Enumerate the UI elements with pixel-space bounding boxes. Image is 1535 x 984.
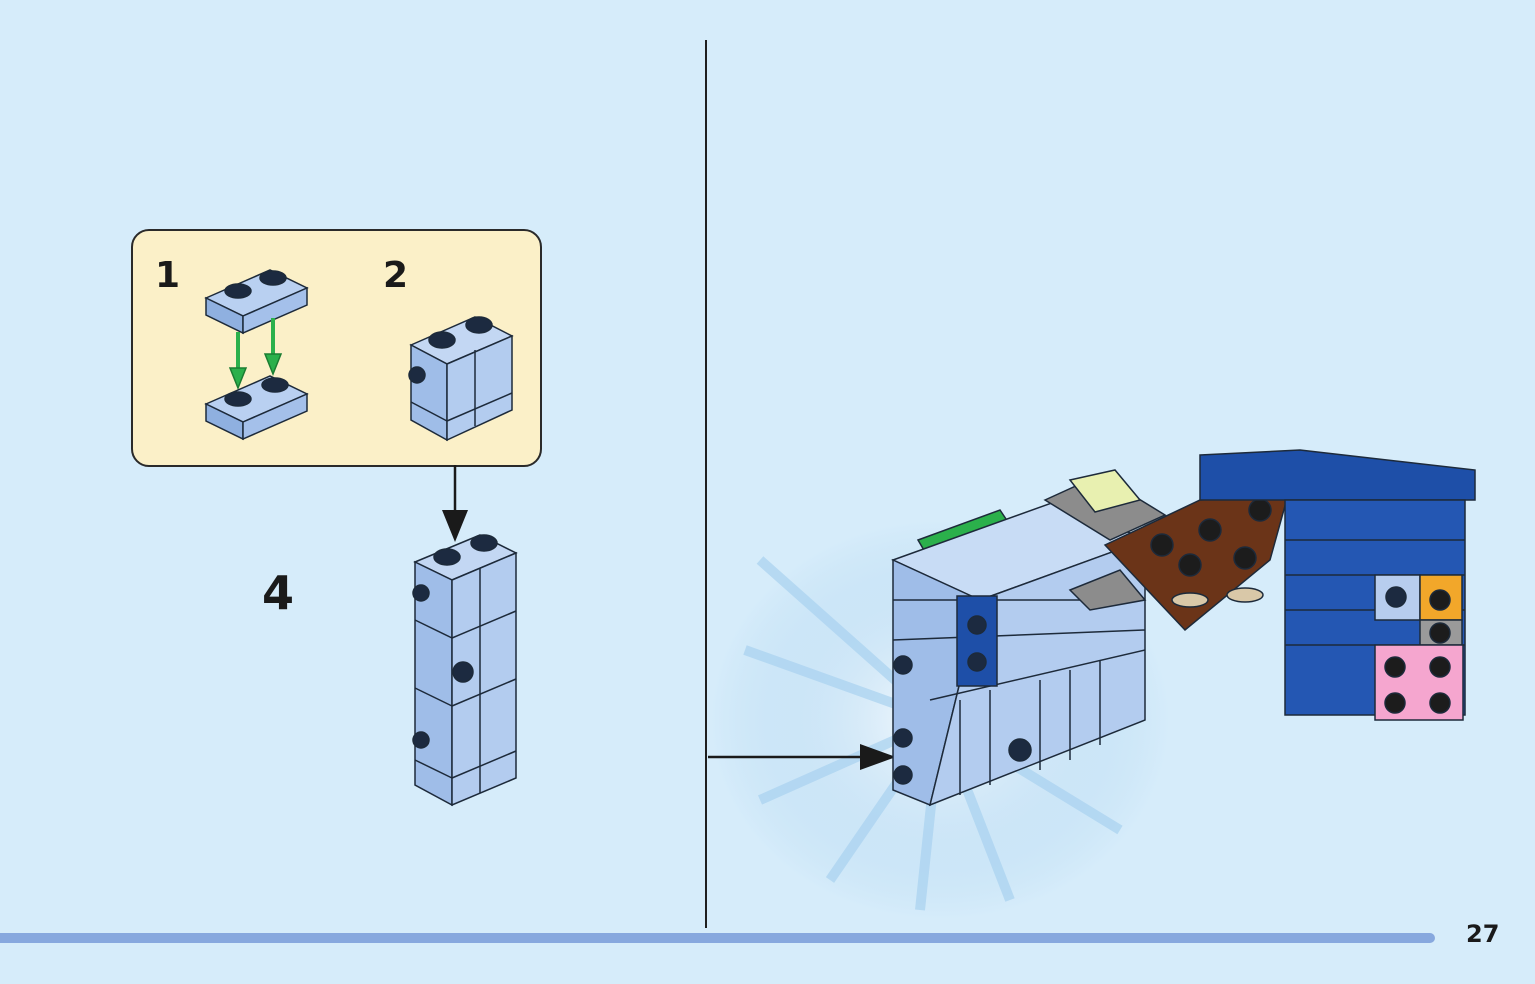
substep-1-illustration [204, 269, 309, 441]
plate-bottom [204, 375, 309, 441]
main-model-illustration [891, 449, 1476, 807]
page-number: 27 [1466, 920, 1500, 948]
right-arrow-icon [708, 744, 896, 770]
progress-bar [0, 933, 1435, 943]
substep-number-2: 2 [383, 255, 409, 296]
substep-number-1: 1 [155, 255, 181, 296]
down-arrow-icon [442, 465, 468, 542]
substep-2-illustration [408, 316, 514, 442]
plate-top [204, 269, 309, 335]
page-divider [705, 40, 707, 928]
green-down-arrow-icon [228, 318, 283, 391]
step-number: 4 [262, 566, 295, 620]
step-4-column-illustration [412, 534, 518, 807]
